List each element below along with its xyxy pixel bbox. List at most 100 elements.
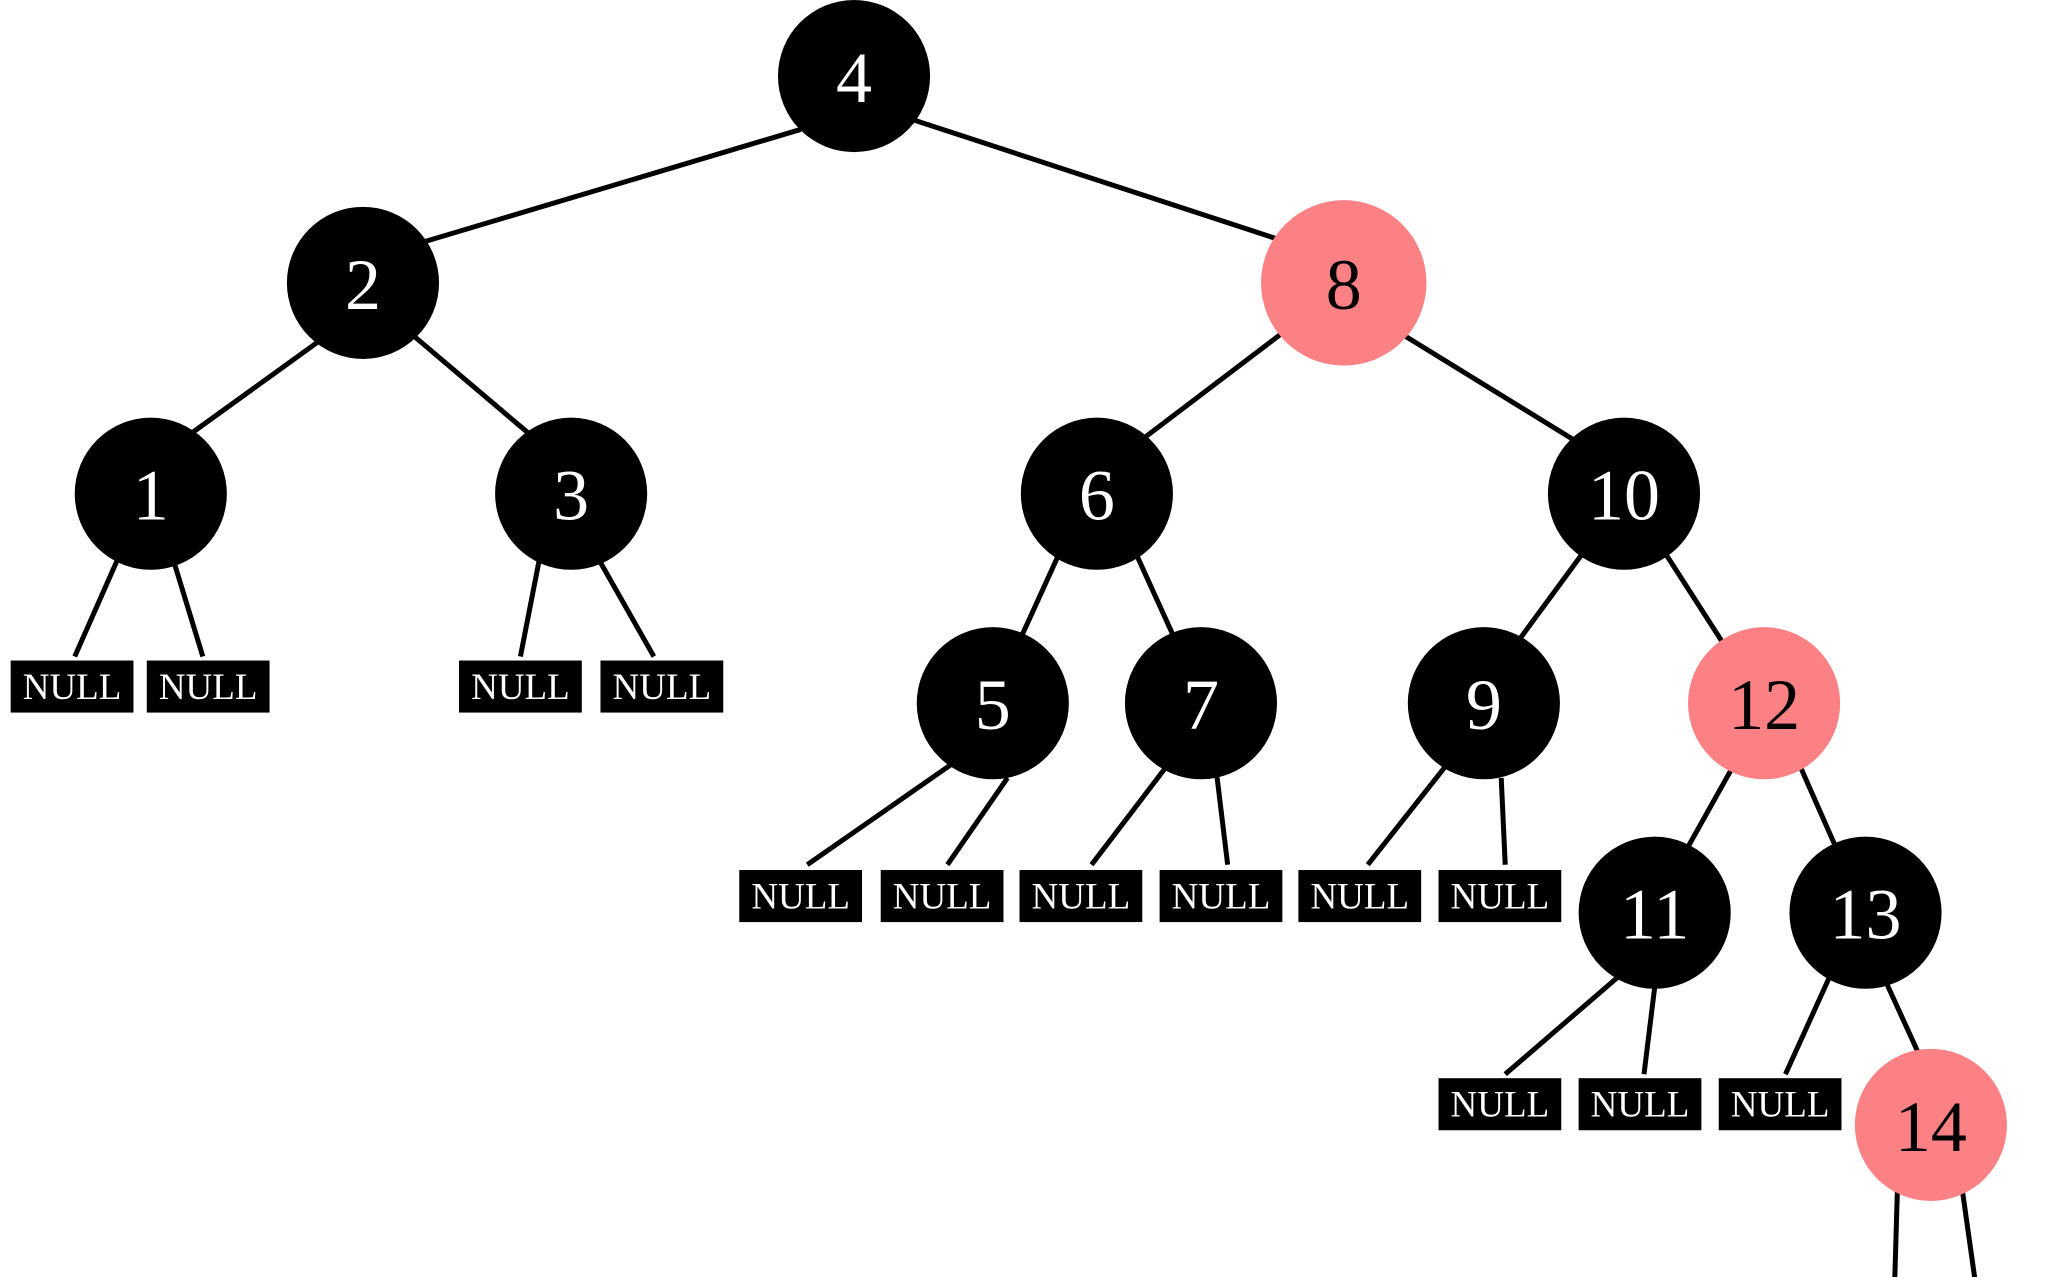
null-leaf-box (10, 660, 134, 713)
tree-edge (1659, 545, 1724, 642)
tree-edge (1399, 331, 1576, 443)
tree-edge (1516, 548, 1588, 643)
tree-node-6[interactable]: 6 (1020, 417, 1173, 570)
null-leaf-box (880, 870, 1004, 923)
null-leaf: NULL (880, 870, 1004, 923)
null-leaf: NULL (1438, 1078, 1562, 1131)
tree-node-14[interactable]: 14 (1854, 1048, 2007, 1201)
tree-node-4[interactable]: 4 (777, 0, 931, 153)
tree-edge (1498, 777, 1508, 865)
node-label: 2 (345, 245, 381, 325)
node-circle-black[interactable] (1407, 627, 1560, 780)
node-label: 1 (133, 456, 169, 536)
null-leaf: NULL (1578, 1078, 1702, 1131)
tree-edge (1881, 977, 1922, 1056)
node-circle-black[interactable] (286, 206, 440, 359)
node-label: 8 (1326, 245, 1362, 325)
tree-edge (409, 331, 536, 440)
tree-node-3[interactable]: 3 (495, 417, 648, 570)
node-label: 9 (1466, 665, 1502, 745)
node-label: 13 (1830, 875, 1902, 955)
null-leaf-box (146, 660, 270, 713)
tree-edge (945, 776, 1010, 867)
tree-node-2[interactable]: 2 (286, 206, 440, 359)
null-leaf-label: NULL (1172, 877, 1271, 918)
tree-node-1[interactable]: 1 (74, 417, 227, 570)
null-leaf-box (1298, 870, 1422, 923)
node-label: 5 (975, 665, 1011, 745)
node-circle-black[interactable] (916, 627, 1069, 780)
null-leaves-group: NULL NULL NULL NULL NULL NULL NULL NULL NULL NULL… (10, 660, 1842, 1131)
node-label: 14 (1895, 1087, 1967, 1167)
null-leaf-box (600, 660, 724, 713)
tree-node-12[interactable]: 12 (1688, 627, 1841, 780)
node-circle-black[interactable] (1020, 417, 1173, 570)
tree-edge (1503, 972, 1623, 1077)
node-circle-red[interactable] (1261, 200, 1427, 366)
null-leaf-box (1718, 1078, 1842, 1131)
tree-edge (913, 117, 1282, 243)
node-label: 11 (1620, 875, 1689, 955)
null-leaf-label: NULL (1731, 1085, 1830, 1126)
node-label: 3 (553, 456, 589, 536)
null-leaf-label: NULL (1451, 1085, 1550, 1126)
tree-edge (1131, 548, 1177, 639)
tree-edge (72, 552, 123, 658)
tree-edge (1365, 761, 1450, 867)
tree-node-11[interactable]: 11 (1578, 836, 1731, 989)
null-leaf: NULL (1019, 870, 1143, 923)
tree-node-5[interactable]: 5 (916, 627, 1069, 780)
node-circle-black[interactable] (1578, 836, 1731, 989)
tree-edge (1796, 762, 1842, 856)
tree-edge (1018, 548, 1064, 639)
tree-edge (1641, 987, 1658, 1075)
null-leaf-box (1159, 870, 1283, 923)
tree-node-8[interactable]: 8 (1261, 200, 1427, 366)
null-leaf-box (459, 660, 582, 713)
tree-node-9[interactable]: 9 (1407, 627, 1560, 780)
null-leaf-box (1438, 870, 1562, 923)
null-leaf-box (1578, 1078, 1702, 1131)
null-leaf-label: NULL (1591, 1085, 1690, 1126)
node-circle-red[interactable] (1854, 1048, 2007, 1201)
null-leaf: NULL (1298, 870, 1422, 923)
tree-edge (1089, 761, 1171, 867)
tree-node-7[interactable]: 7 (1124, 627, 1278, 780)
node-label: 4 (836, 38, 872, 118)
node-label: 10 (1588, 456, 1660, 536)
null-leaf: NULL (1159, 870, 1283, 923)
null-leaf: NULL (1438, 870, 1562, 923)
null-leaf-label: NULL (159, 667, 258, 708)
node-circle-black[interactable] (1789, 836, 1942, 989)
null-leaf-label: NULL (893, 877, 992, 918)
tree-edge (1959, 1184, 1978, 1277)
tree-edge (1783, 973, 1834, 1076)
null-leaf-label: NULL (23, 667, 122, 708)
tree-edge (1892, 1184, 1901, 1277)
tree-edge (1214, 776, 1231, 866)
node-circle-black[interactable] (1124, 627, 1278, 780)
tree-edge (805, 758, 959, 867)
tree-edge (1681, 762, 1737, 856)
null-leaf-label: NULL (1451, 877, 1550, 918)
null-leaf-label: NULL (471, 667, 570, 708)
null-leaf: NULL (146, 660, 270, 713)
tree-edge (517, 553, 543, 658)
node-circle-black[interactable] (74, 417, 227, 570)
tree-node-13[interactable]: 13 (1789, 836, 1942, 989)
null-leaf: NULL (739, 870, 863, 923)
node-label: 6 (1079, 456, 1115, 536)
tree-edge (406, 127, 802, 250)
node-circle-red[interactable] (1688, 627, 1841, 780)
null-leaf: NULL (10, 660, 134, 713)
null-leaf: NULL (600, 660, 724, 713)
node-circle-black[interactable] (495, 417, 648, 570)
null-leaf-box (1438, 1078, 1562, 1131)
null-leaf-label: NULL (751, 877, 850, 918)
tree-node-10[interactable]: 10 (1547, 417, 1701, 570)
node-circle-black[interactable] (1547, 417, 1701, 570)
tree-edge (1139, 328, 1287, 443)
node-label: 12 (1728, 665, 1800, 745)
node-circle-black[interactable] (777, 0, 931, 153)
